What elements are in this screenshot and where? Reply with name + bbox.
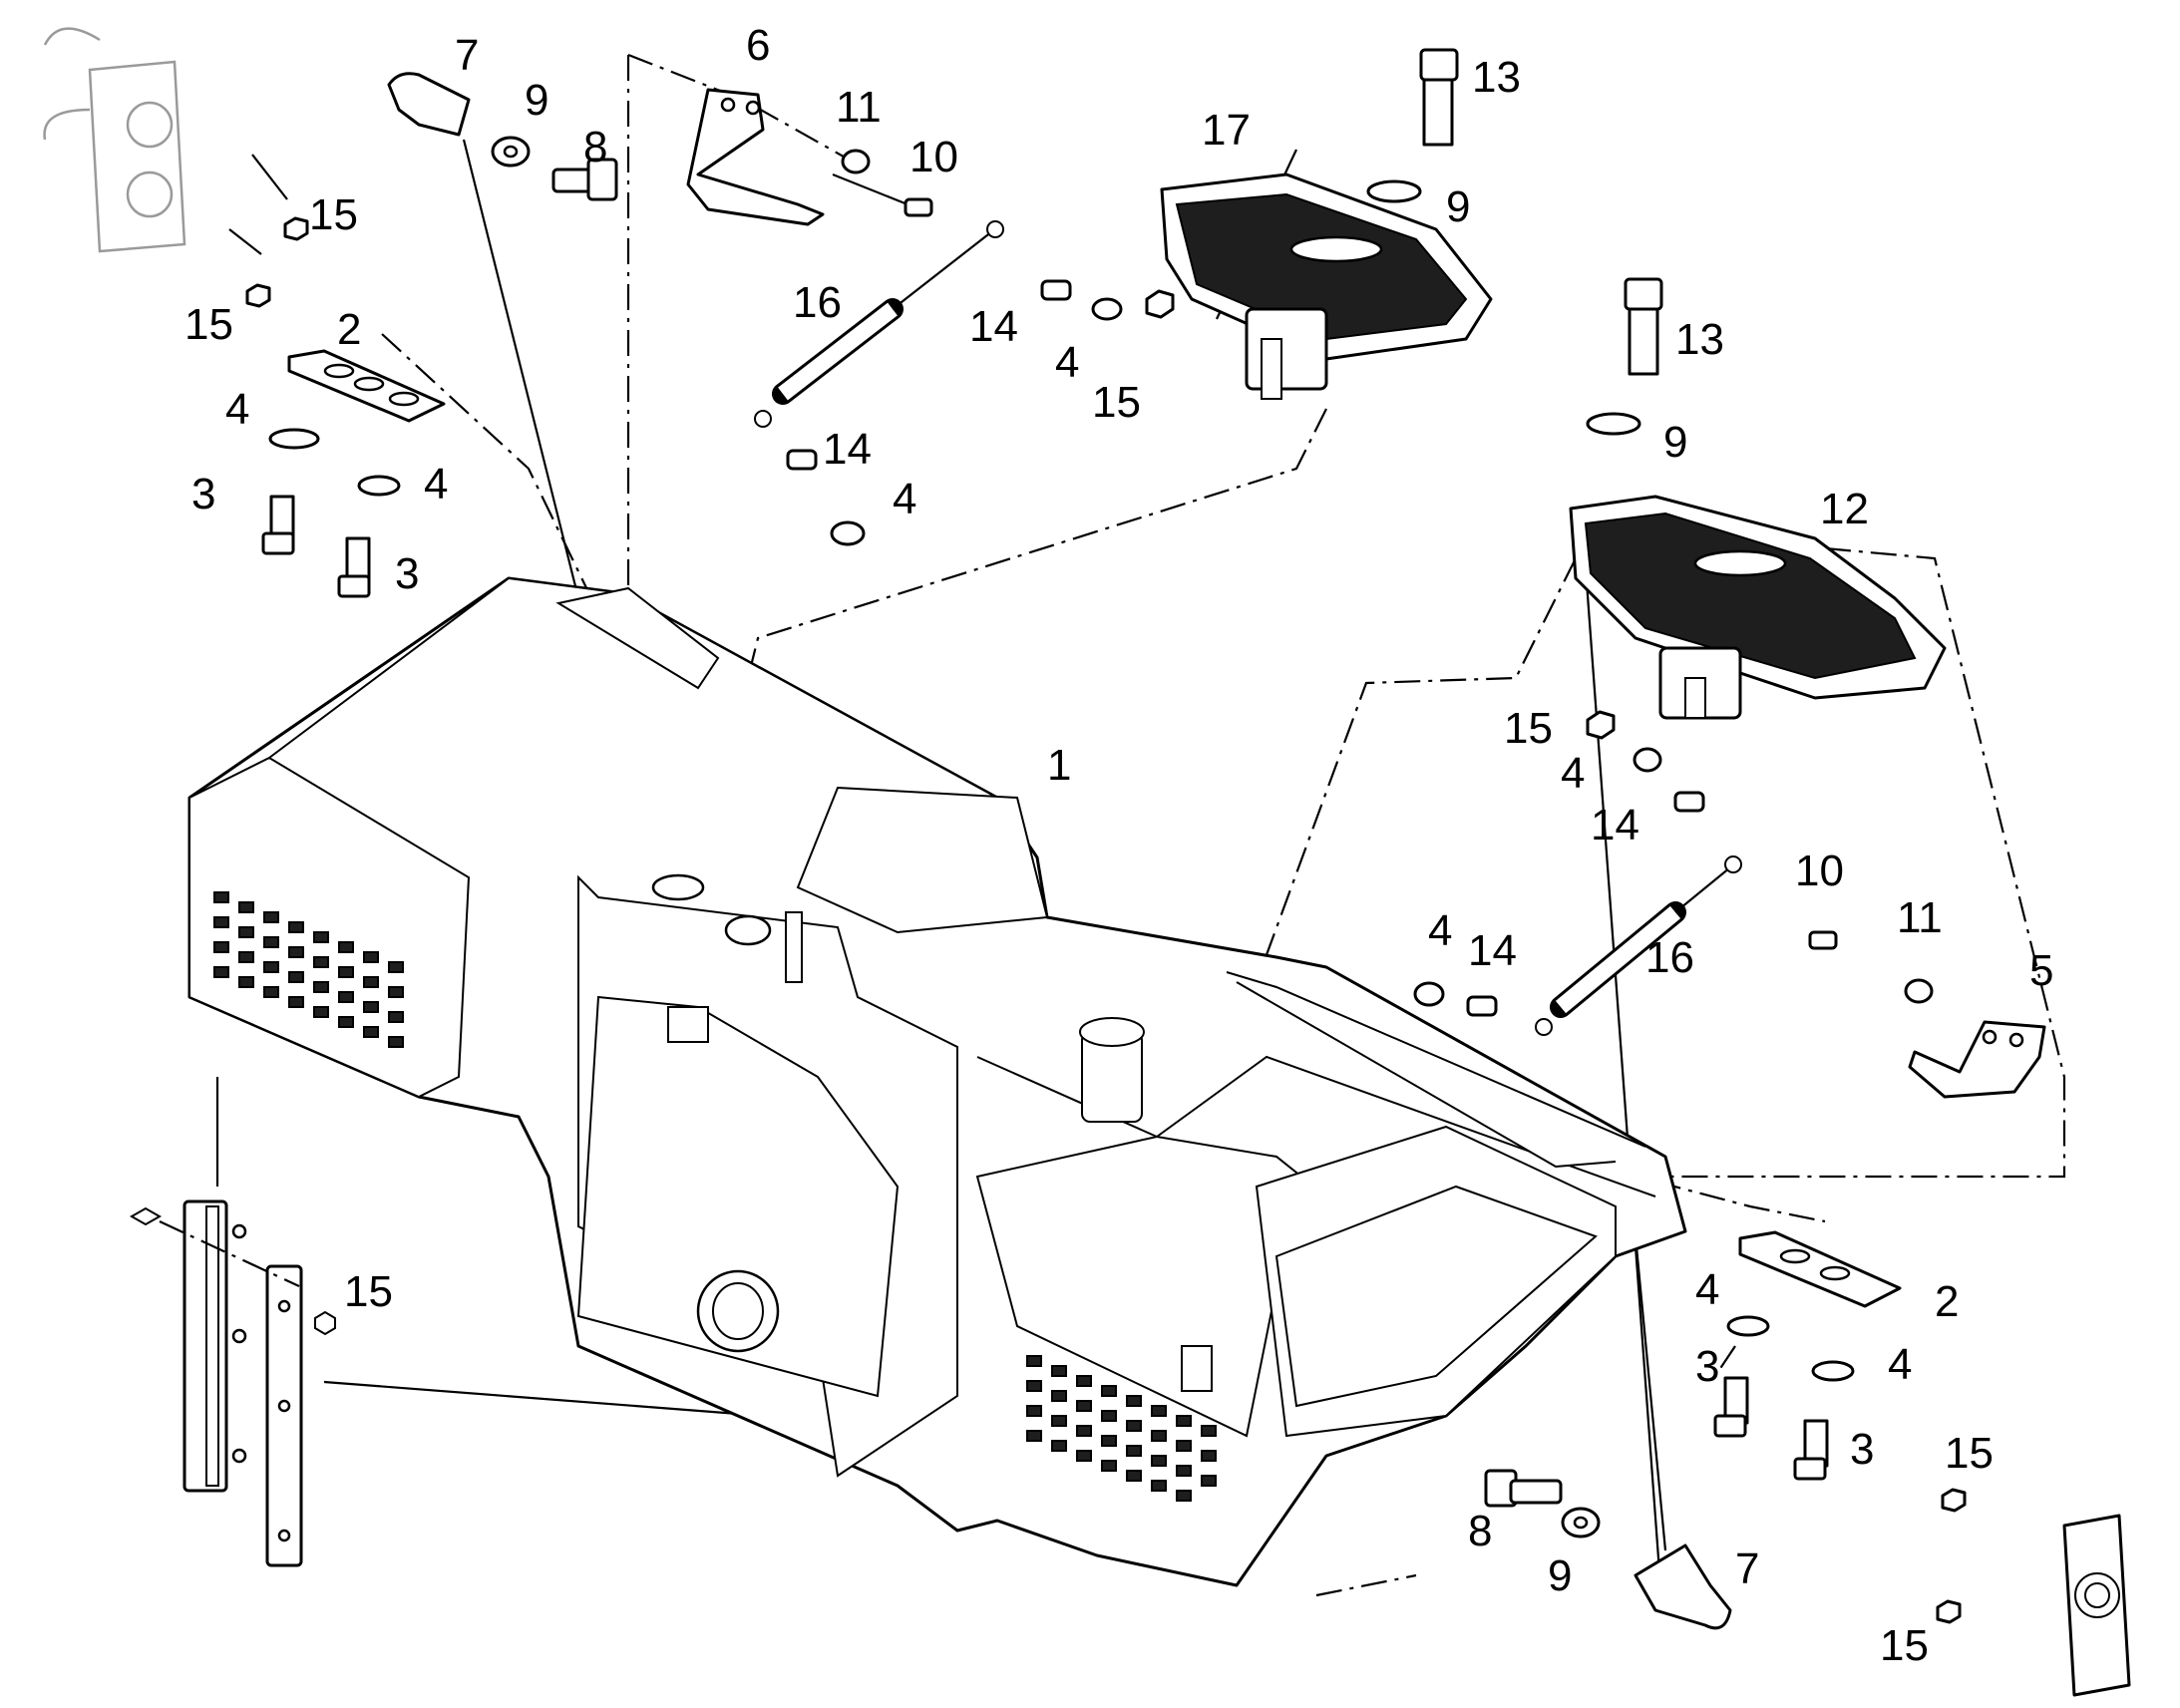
pin-part-7-top <box>387 72 471 137</box>
callout-12: 12 <box>1820 485 1869 533</box>
callout-2-top: 2 <box>337 305 361 354</box>
callout-6: 6 <box>746 21 770 70</box>
callout-4-d: 4 <box>893 475 916 523</box>
bolt-part-8-top <box>551 158 618 201</box>
callout-14-b: 14 <box>823 425 872 474</box>
callout-15-b: 15 <box>184 300 233 349</box>
callout-3-b: 3 <box>395 549 419 598</box>
callout-2-right: 2 <box>1935 1277 1959 1326</box>
callout-4-e: 4 <box>1561 749 1585 798</box>
callout-8-bottom: 8 <box>1468 1507 1492 1555</box>
gas-spring-16-top <box>754 220 1004 428</box>
callout-17: 17 <box>1202 106 1251 155</box>
nuts-and-studs <box>245 197 1967 1624</box>
callout-9-c: 9 <box>1663 418 1687 467</box>
connector-bottom-right <box>2062 1514 2131 1697</box>
callout-13-b: 13 <box>1675 315 1724 364</box>
bolt-part-3-group <box>261 495 1829 1481</box>
callout-10-top: 10 <box>909 133 958 181</box>
callout-10-right: 10 <box>1795 847 1844 895</box>
callout-11-right: 11 <box>1897 893 1943 942</box>
plate-part-2-top <box>287 349 446 423</box>
callout-3-a: 3 <box>191 470 215 518</box>
callout-15-d: 15 <box>1504 704 1553 753</box>
bolt-part-13-right <box>1624 277 1663 376</box>
callout-14-d: 14 <box>1468 926 1517 975</box>
washers <box>268 136 1934 1538</box>
callout-4-c: 4 <box>1055 338 1079 387</box>
callout-7-bottom: 7 <box>1735 1544 1759 1593</box>
callout-11-top: 11 <box>836 83 882 132</box>
callout-5: 5 <box>2029 946 2053 995</box>
callout-3-c: 3 <box>1695 1342 1719 1391</box>
callout-7-top: 7 <box>455 31 479 80</box>
callout-14-a: 14 <box>969 302 1018 351</box>
bracket-part-6 <box>686 88 825 226</box>
assembly-dash-lines <box>381 53 2066 1597</box>
main-frame <box>187 576 1687 1587</box>
grille-left <box>213 891 404 1048</box>
callout-9-d: 9 <box>1548 1551 1572 1600</box>
hinge-assembly <box>129 1199 336 1567</box>
callout-15-a: 15 <box>309 190 358 239</box>
pin-part-7-bottom <box>1634 1543 1732 1630</box>
callout-4-h: 4 <box>1888 1340 1912 1389</box>
bracket-part-5 <box>1908 1020 2046 1099</box>
callout-15-c: 15 <box>1092 378 1141 427</box>
callout-14-c: 14 <box>1591 801 1639 850</box>
callout-15-f: 15 <box>1945 1429 1994 1478</box>
callout-labels: 1 2 2 3 3 3 3 4 4 4 4 4 4 4 4 5 6 7 7 8 … <box>184 21 2053 1670</box>
callout-16-top: 16 <box>793 278 842 327</box>
bolt-part-8-bottom <box>1484 1469 1563 1508</box>
grille-right <box>1026 1355 1217 1502</box>
plate-part-2-right <box>1738 1230 1902 1308</box>
callout-4-f: 4 <box>1428 906 1452 955</box>
callout-8-top: 8 <box>583 123 607 171</box>
callout-9-a: 9 <box>525 76 548 125</box>
motor-part-12 <box>1569 495 1947 720</box>
callout-15-e: 15 <box>344 1267 393 1316</box>
callout-1: 1 <box>1047 741 1071 790</box>
bolt-part-13-top <box>1419 48 1459 147</box>
callout-16-right: 16 <box>1645 933 1694 982</box>
callout-9-b: 9 <box>1446 182 1470 231</box>
gas-spring-16-right <box>1535 855 1742 1036</box>
callout-15-g: 15 <box>1880 1621 1929 1670</box>
callout-4-b: 4 <box>424 460 448 509</box>
connector-top-left-faded <box>43 27 186 253</box>
callout-4-a: 4 <box>225 385 249 434</box>
callout-13-a: 13 <box>1472 53 1521 102</box>
motor-part-17 <box>1160 172 1493 400</box>
callout-3-d: 3 <box>1850 1425 1874 1474</box>
callout-4-g: 4 <box>1695 1265 1719 1314</box>
